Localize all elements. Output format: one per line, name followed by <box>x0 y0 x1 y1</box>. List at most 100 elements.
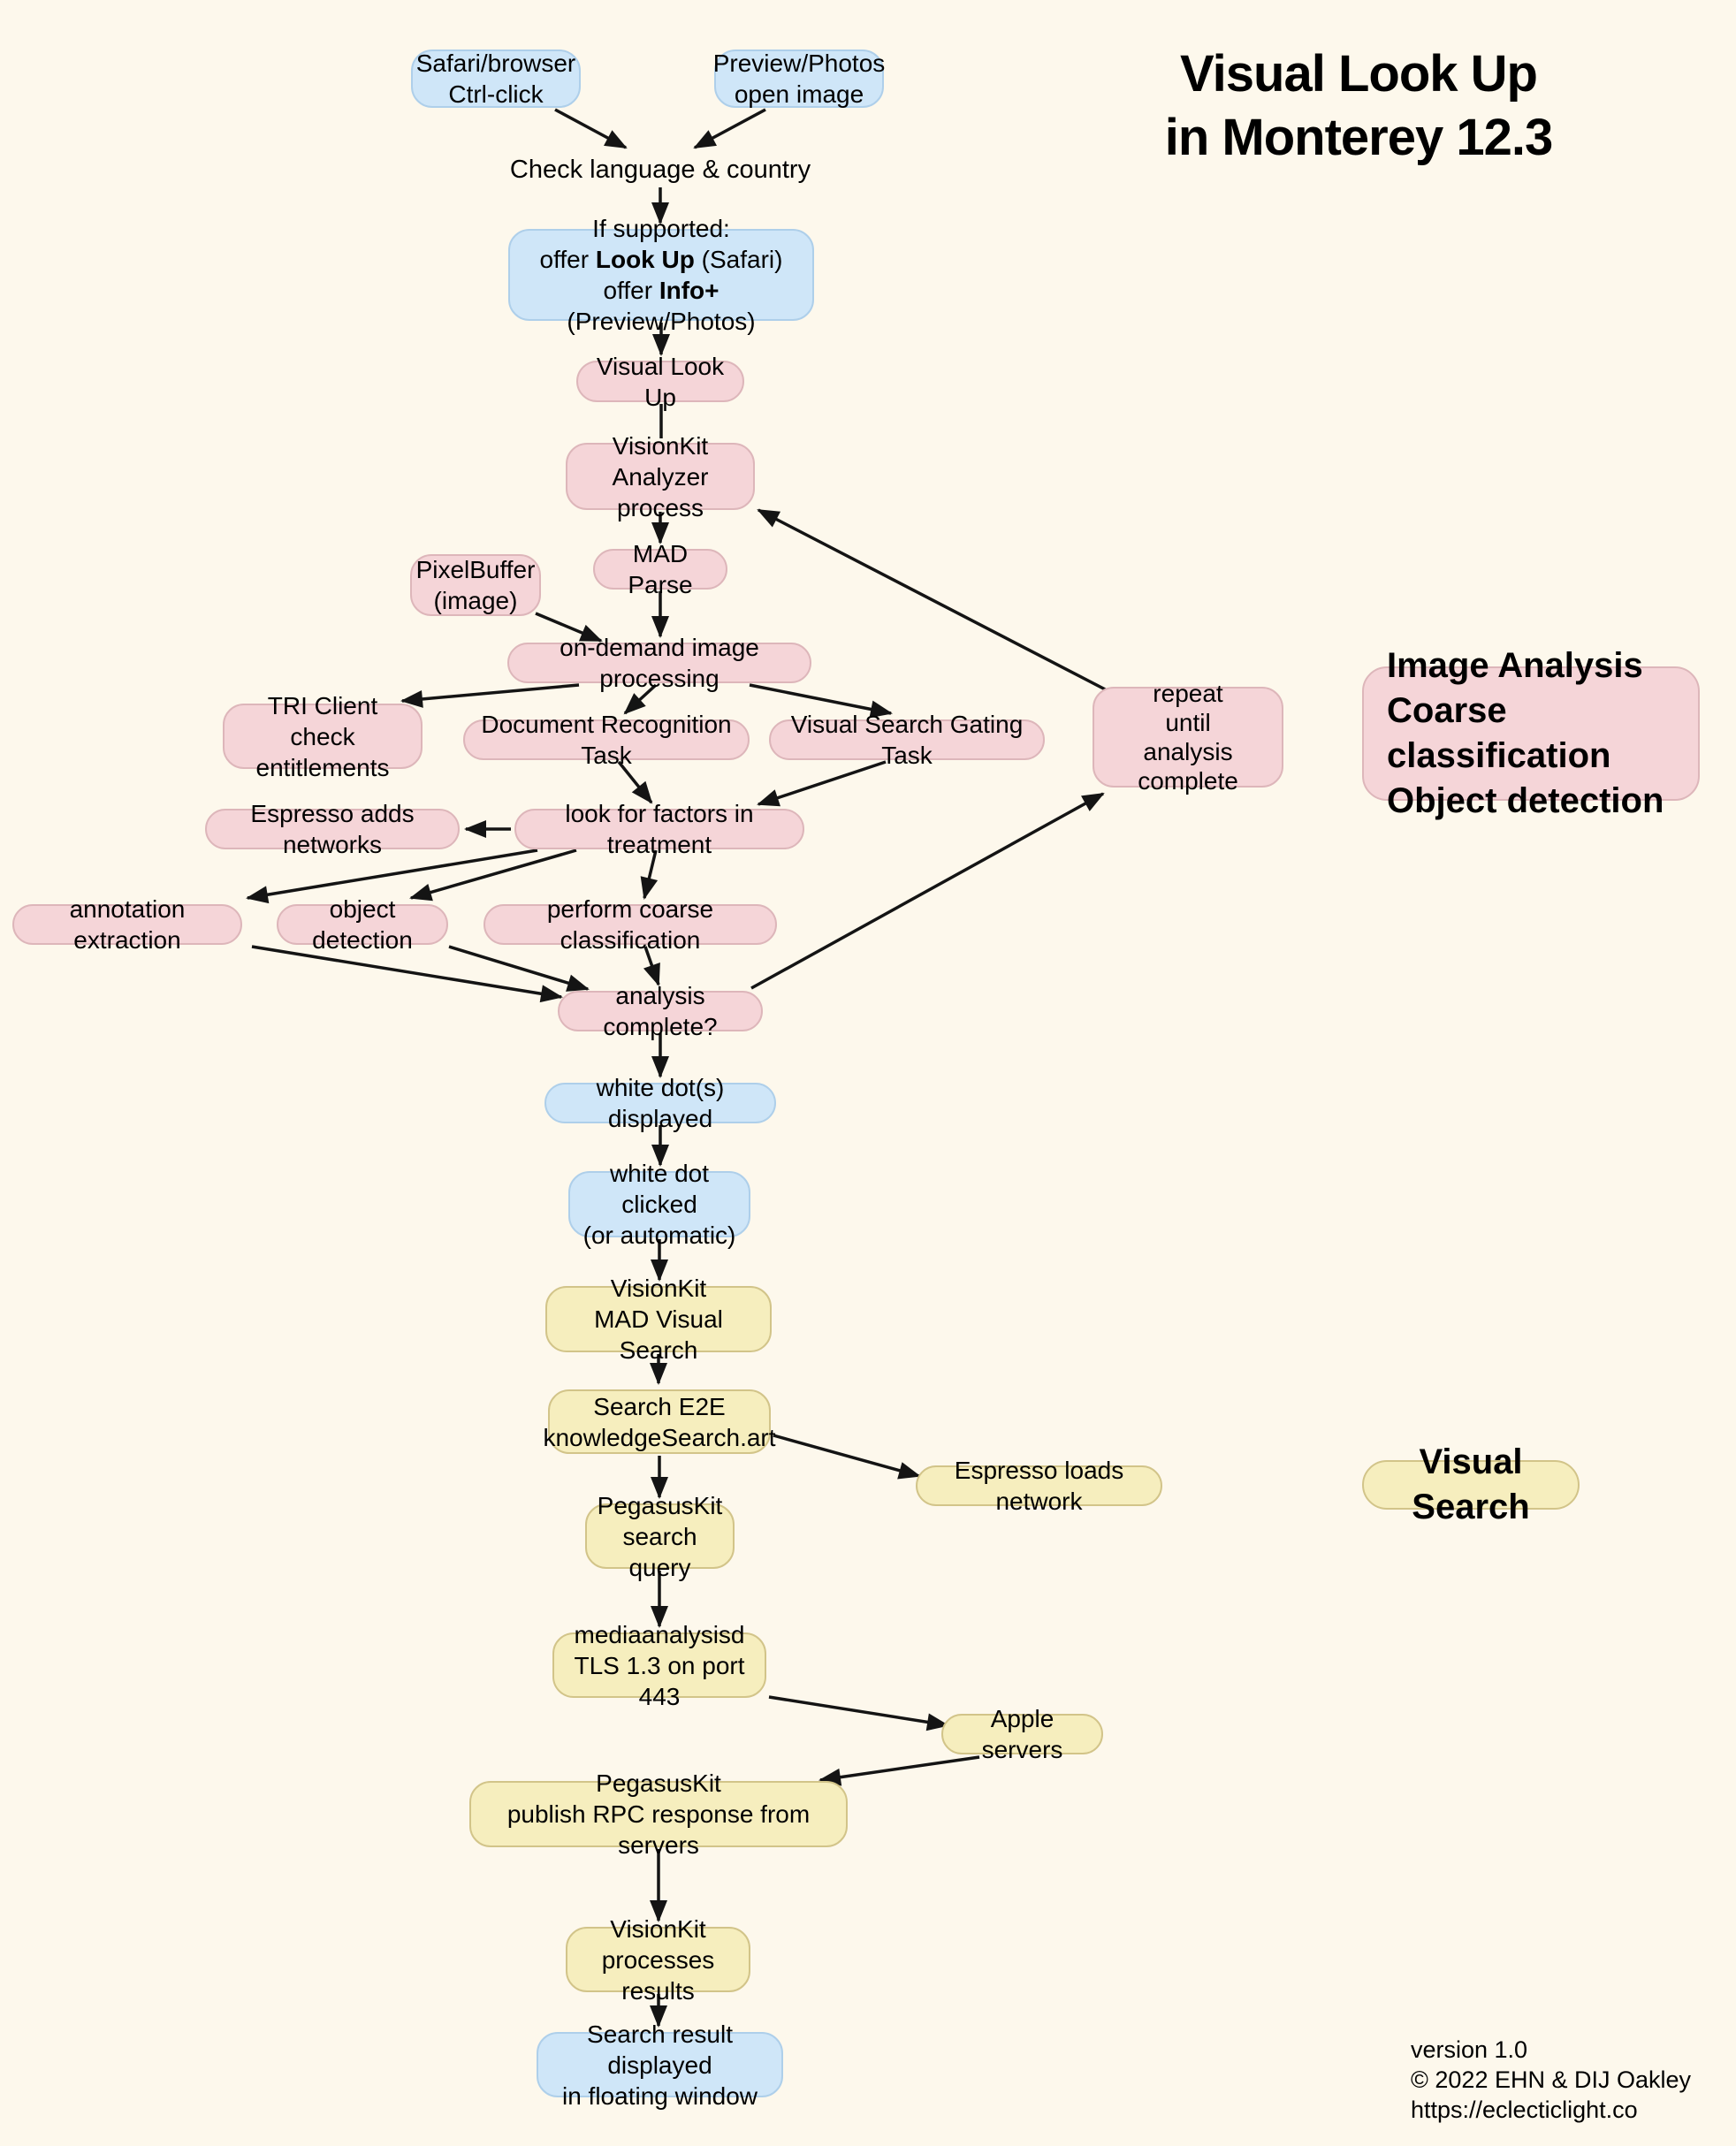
node-label: on-demand image processing <box>560 634 759 692</box>
footer-copyright: © 2022 EHN & DIJ Oakley <box>1411 2066 1692 2093</box>
footer-version: version 1.0 <box>1411 2036 1528 2063</box>
arrow-ondemand-to-docrecognition <box>623 683 658 715</box>
arrow-vsgating-to-lookfactors <box>757 760 887 807</box>
node-pegasuskit-search-query: PegasusKit search query <box>585 1492 735 1581</box>
node-pegasuskit-publish: PegasusKit publish RPC response from ser… <box>469 1769 848 1859</box>
section-label-line: Object detection <box>1387 781 1664 820</box>
node-if-supported: If supported: offer Look Up (Safari) off… <box>508 215 814 335</box>
node-look-for-factors: look for factors in treatment <box>514 800 804 858</box>
node-label: annotation extraction <box>69 895 186 954</box>
node-label: Preview/Photos <box>712 49 886 77</box>
arrow-repeat-to-analyzer <box>757 508 1113 695</box>
node-visionkit-mad-visual-search: VisionKit MAD Visual Search <box>545 1275 772 1364</box>
node-preview-photos: Preview/Photos open image <box>712 49 886 108</box>
node-espresso-loads-network: Espresso loads network <box>916 1457 1162 1515</box>
node-label-part: Look Up <box>595 246 695 273</box>
node-label: Visual Look Up <box>596 352 725 411</box>
footer-credits: version 1.0 © 2022 EHN & DIJ Oakley http… <box>1411 2035 1691 2125</box>
node-label: open image <box>734 80 864 108</box>
node-label: in floating window <box>561 2081 758 2110</box>
node-visual-search-gating-task: Visual Search Gating Task <box>769 711 1045 769</box>
node-label: processes results <box>601 1945 715 2005</box>
node-label: white dot(s) displayed <box>596 1074 725 1132</box>
node-label: analysis complete <box>1138 738 1238 795</box>
node-label: TLS 1.3 on port 443 <box>574 1651 745 1710</box>
node-search-e2e: Search E2E knowledgeSearch.art <box>543 1389 776 1454</box>
node-label: Search E2E <box>593 1392 726 1420</box>
arrow-searche2e-to-espressoloads <box>773 1434 921 1480</box>
node-tri-client: TRI Client check entitlements <box>223 692 423 781</box>
arrow-appleservers-to-pegasuspublish <box>819 1755 980 1786</box>
node-analysis-complete: analysis complete? <box>558 982 763 1040</box>
node-label: VisionKit <box>610 1914 706 1943</box>
node-label: PegasusKit <box>596 1769 721 1797</box>
node-label: search query <box>622 1522 697 1581</box>
node-visual-look-up: Visual Look Up <box>576 353 744 411</box>
arrow-ondemand-to-vsgating <box>749 683 893 719</box>
node-annotation-extraction: annotation extraction <box>12 895 242 954</box>
section-label-image-analysis: Image Analysis Coarse classification Obj… <box>1362 646 1700 820</box>
node-safari-browser: Safari/browser Ctrl-click <box>411 49 581 108</box>
node-label: MAD Visual Search <box>594 1305 723 1364</box>
arrow-annotation-to-analysiscomplete <box>251 945 563 1003</box>
node-white-dot-clicked: white dot clicked (or automatic) <box>568 1160 750 1249</box>
node-label: Ctrl-click <box>448 80 544 108</box>
node-label: mediaanalysisd <box>574 1620 745 1648</box>
arrow-docrecognition-to-lookfactors <box>617 760 653 804</box>
node-label: object detection <box>312 895 413 954</box>
node-label: repeat <box>1153 680 1223 707</box>
node-document-recognition-task: Document Recognition Task <box>463 711 750 769</box>
node-label-part: offer <box>603 277 659 304</box>
node-label: until <box>1165 709 1211 736</box>
node-mediaanalysisd: mediaanalysisd TLS 1.3 on port 443 <box>552 1621 766 1710</box>
node-label: perform coarse classification <box>546 895 714 954</box>
arrow-safari-to-check <box>554 108 628 149</box>
node-label-part: (Preview/Photos) <box>567 308 756 335</box>
node-label: offer Look Up (Safari) <box>540 244 783 275</box>
node-apple-servers: Apple servers <box>941 1705 1103 1763</box>
arrow-lookfactors-to-objectdetection <box>409 849 577 902</box>
section-label-line: Image Analysis <box>1387 646 1643 685</box>
node-label: check entitlements <box>255 722 390 781</box>
node-label: Safari/browser <box>415 49 576 77</box>
node-pixelbuffer: PixelBuffer (image) <box>410 554 541 616</box>
page-title-line2: in Monterey 12.3 <box>1164 109 1553 166</box>
arrow-objectdetection-to-analysiscomplete <box>448 945 590 992</box>
node-label: MAD Parse <box>628 540 693 598</box>
node-search-result-displayed: Search result displayed in floating wind… <box>537 2020 783 2110</box>
node-label: Document Recognition Task <box>481 711 732 769</box>
node-label: Apple servers <box>981 1705 1063 1763</box>
node-on-demand-processing: on-demand image processing <box>507 634 811 692</box>
section-label-line: Coarse classification <box>1387 691 1611 775</box>
node-visionkit-processes-results: VisionKit processes results <box>566 1915 750 2005</box>
page-title-line1: Visual Look Up <box>1180 45 1538 103</box>
node-label: (image) <box>433 587 518 614</box>
node-label-part: Info+ <box>659 277 720 304</box>
node-label: publish RPC response from servers <box>506 1800 811 1859</box>
section-label-line: Visual Search <box>1412 1442 1530 1526</box>
node-label: Analyzer process <box>612 462 709 521</box>
node-label: VisionKit <box>612 431 709 460</box>
node-label: If supported: <box>592 215 730 242</box>
arrow-pixelbuffer-to-ondemand <box>535 612 603 643</box>
node-label-part: offer <box>539 246 596 273</box>
section-label-visual-search: Visual Search <box>1362 1442 1580 1526</box>
node-perform-coarse-classification: perform coarse classification <box>483 895 777 954</box>
node-label: TRI Client <box>267 691 378 719</box>
node-object-detection: object detection <box>277 895 448 954</box>
arrow-lookfactors-to-annotation <box>246 849 538 904</box>
arrow-mediaanalysisd-to-appleservers <box>768 1695 949 1731</box>
node-label: Espresso adds networks <box>250 800 415 858</box>
node-label: white dot clicked <box>609 1160 710 1218</box>
node-label: look for factors in treatment <box>565 800 754 858</box>
node-label: analysis complete? <box>603 982 718 1040</box>
footer-url: https://eclecticlight.co <box>1411 2097 1638 2123</box>
page-title: Visual Look Up in Monterey 12.3 <box>1124 42 1593 170</box>
arrow-ondemand-to-triclient <box>400 683 580 708</box>
node-label: knowledgeSearch.art <box>543 1423 776 1451</box>
node-mad-parse: MAD Parse <box>593 540 727 598</box>
node-label: PegasusKit <box>597 1491 723 1519</box>
node-label-part: (Safari) <box>694 246 783 273</box>
arrow-lookfactors-to-performcoarse <box>640 849 659 900</box>
